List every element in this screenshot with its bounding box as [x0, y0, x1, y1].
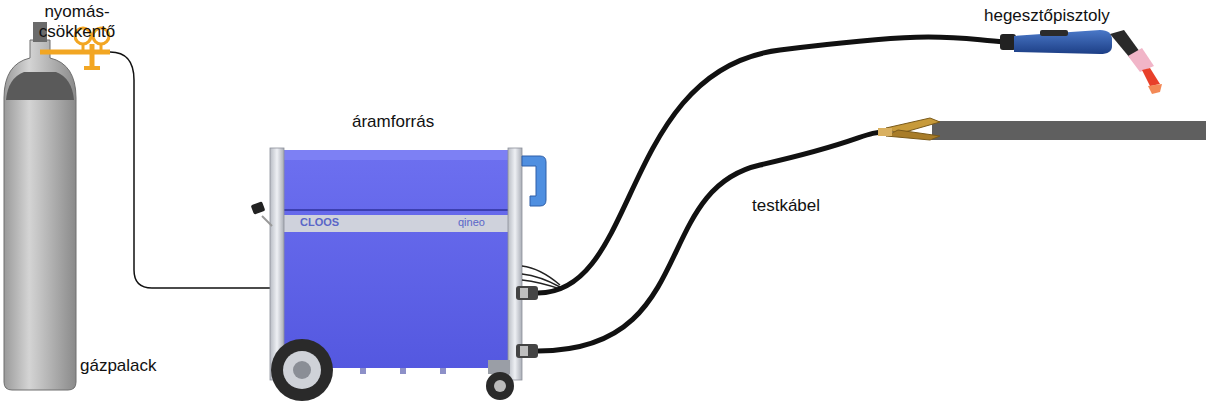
part-label: áramforrás [352, 112, 434, 132]
welding-torch [1000, 30, 1162, 94]
part-label: hegesztőpisztoly [984, 6, 1110, 26]
brand-label: CLOOS [300, 216, 339, 229]
part-label: testkábel [752, 196, 820, 216]
gas-cylinder [4, 22, 76, 390]
power-source [251, 148, 560, 401]
part-label: nyomás- csökkentő [34, 2, 120, 41]
model-label: qineo [458, 216, 485, 229]
ground-clamp [878, 118, 940, 140]
ground-cable [538, 132, 888, 351]
part-label: gázpalack [80, 356, 157, 376]
gas-hose [110, 52, 272, 288]
workpiece [932, 121, 1206, 140]
